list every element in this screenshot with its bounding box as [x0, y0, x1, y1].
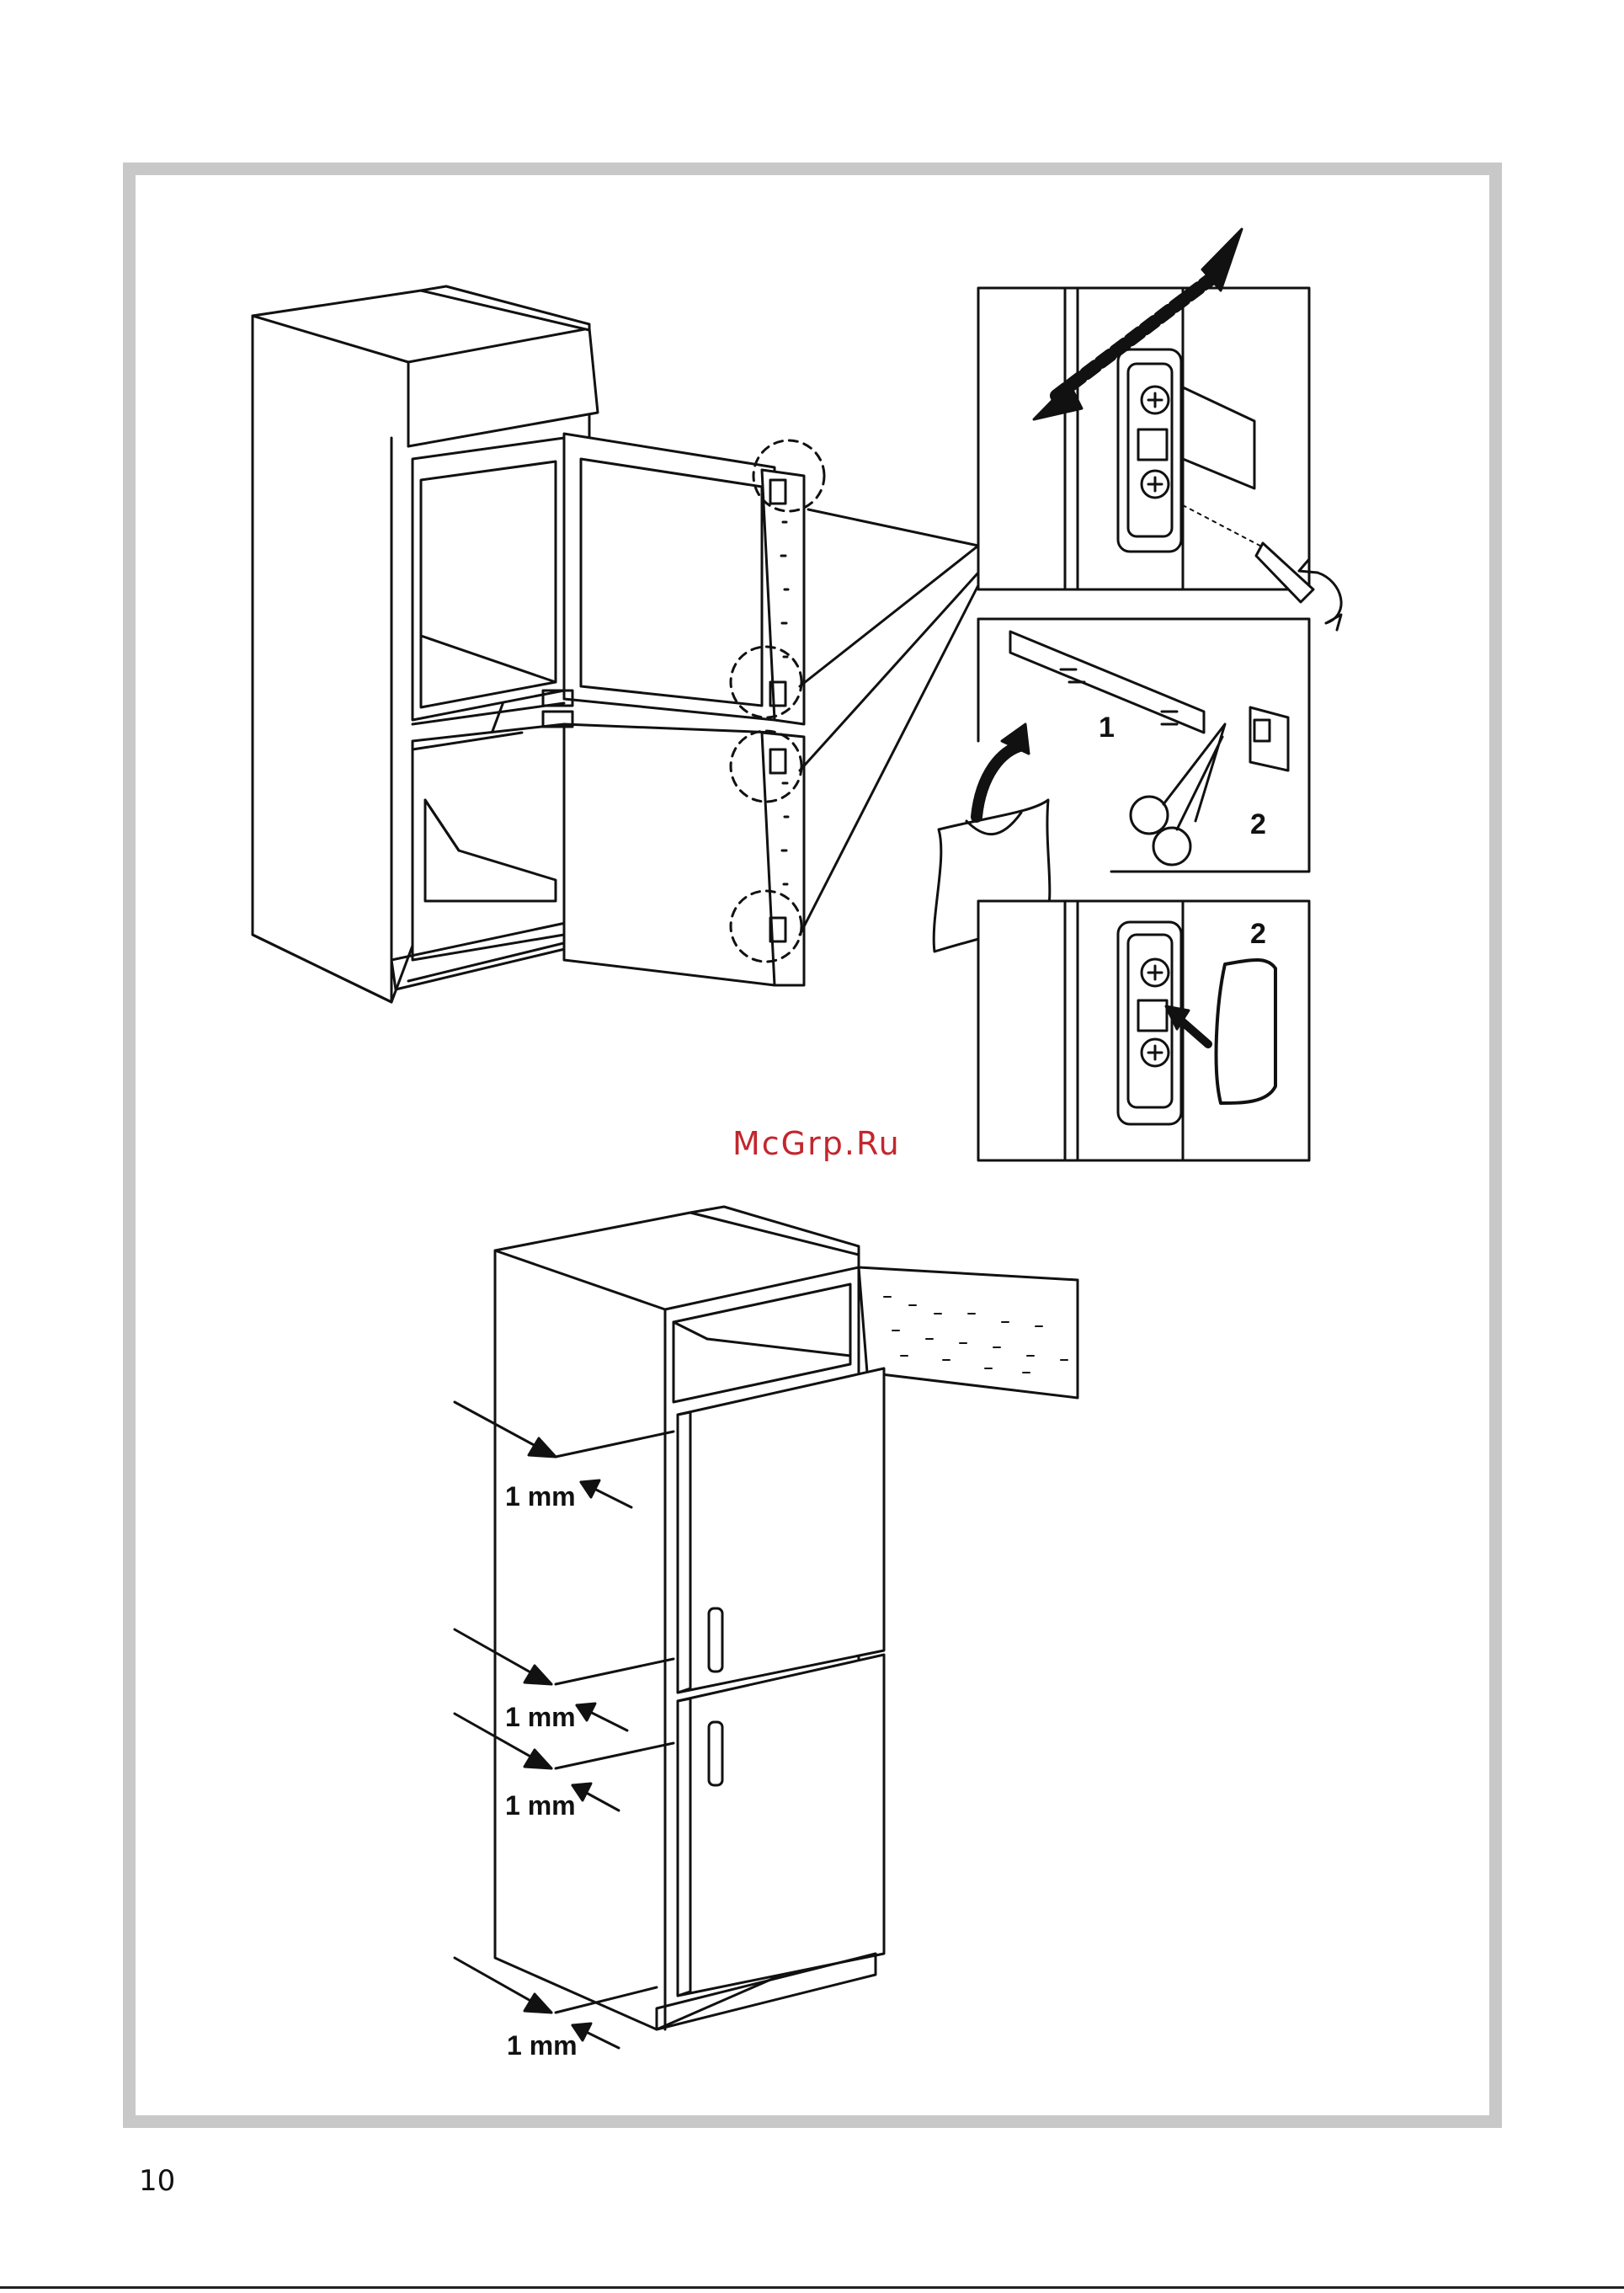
builtin-cabinet-drawing: [495, 1207, 1078, 2029]
footer-rule: [0, 2286, 1624, 2289]
watermark: McGrp.Ru: [732, 1125, 901, 1162]
fridge-open-doors-drawing: [253, 286, 978, 1002]
gap-label-1: 1 mm: [505, 1481, 576, 1512]
gap-label-4: 1 mm: [507, 2030, 578, 2061]
gap-label-3: 1 mm: [505, 1790, 576, 1821]
detail-panel-adjust: [978, 229, 1341, 630]
callout-2: 2: [1250, 808, 1266, 840]
page-number: 10: [139, 2164, 175, 2198]
callout-1: 1: [1099, 712, 1115, 744]
callout-2-cover: 2: [1250, 918, 1266, 950]
detail-panel-cover: 2: [978, 901, 1309, 1160]
gap-label-2: 1 mm: [505, 1702, 576, 1732]
